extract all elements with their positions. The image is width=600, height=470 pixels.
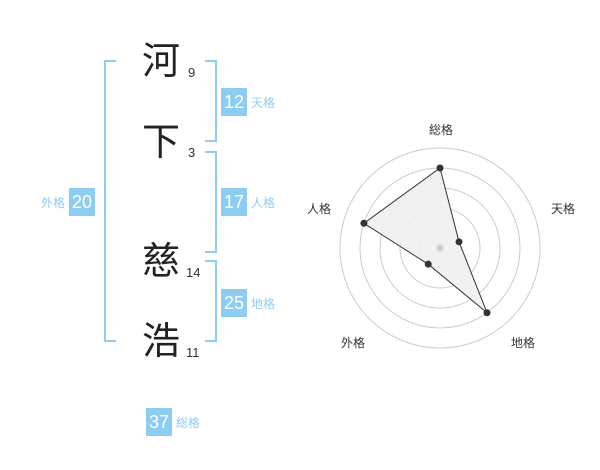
soukaku-score: 37 総格 bbox=[146, 408, 200, 436]
radar-point bbox=[455, 238, 463, 246]
gaikaku-value: 20 bbox=[69, 188, 96, 216]
gaikaku-bracket bbox=[104, 60, 116, 342]
jinkaku-bracket bbox=[205, 151, 217, 253]
jinkaku-label: 人格 bbox=[251, 195, 276, 210]
stroke-count-2: 3 bbox=[188, 145, 196, 160]
soukaku-label: 総格 bbox=[176, 415, 201, 430]
name-char-2: 下 bbox=[142, 120, 181, 164]
radar-point bbox=[424, 260, 432, 268]
radar-ring bbox=[339, 147, 541, 349]
jinkaku-score: 17 人格 bbox=[221, 188, 275, 216]
gaikaku-label: 外格 bbox=[41, 195, 66, 210]
radar-axis-label-soukaku: 総格 bbox=[429, 122, 453, 137]
tenkaku-label: 天格 bbox=[251, 95, 276, 110]
radar-axis-label-chikaku: 地格 bbox=[511, 335, 535, 350]
chikaku-bracket bbox=[205, 260, 217, 342]
stroke-count-4: 11 bbox=[186, 345, 200, 360]
radar-points bbox=[360, 164, 491, 317]
tenkaku-value: 12 bbox=[221, 88, 248, 116]
stroke-count-1: 9 bbox=[188, 65, 196, 80]
soukaku-value: 37 bbox=[146, 408, 173, 436]
radar-axis-label-gaikaku: 外格 bbox=[341, 335, 365, 350]
tenkaku-bracket bbox=[205, 60, 217, 142]
radar-point bbox=[483, 309, 491, 317]
chikaku-value: 25 bbox=[221, 289, 248, 317]
jinkaku-value: 17 bbox=[221, 188, 248, 216]
radar-polygon bbox=[363, 167, 488, 314]
chikaku-score: 25 地格 bbox=[221, 289, 275, 317]
name-char-3: 慈 bbox=[142, 239, 181, 283]
name-char-4: 浩 bbox=[142, 319, 181, 363]
gaikaku-score: 外格 20 bbox=[41, 188, 96, 216]
stroke-count-3: 14 bbox=[186, 265, 201, 280]
name-char-1: 河 bbox=[142, 39, 181, 83]
radar-point bbox=[436, 164, 444, 172]
radar-point bbox=[360, 219, 368, 227]
radar-axis-label-jinkaku: 人格 bbox=[307, 201, 331, 216]
chikaku-label: 地格 bbox=[251, 296, 276, 311]
tenkaku-score: 12 天格 bbox=[221, 88, 275, 116]
radar-axis-label-tenkaku: 天格 bbox=[551, 201, 575, 216]
radar-center-dot bbox=[436, 244, 444, 252]
